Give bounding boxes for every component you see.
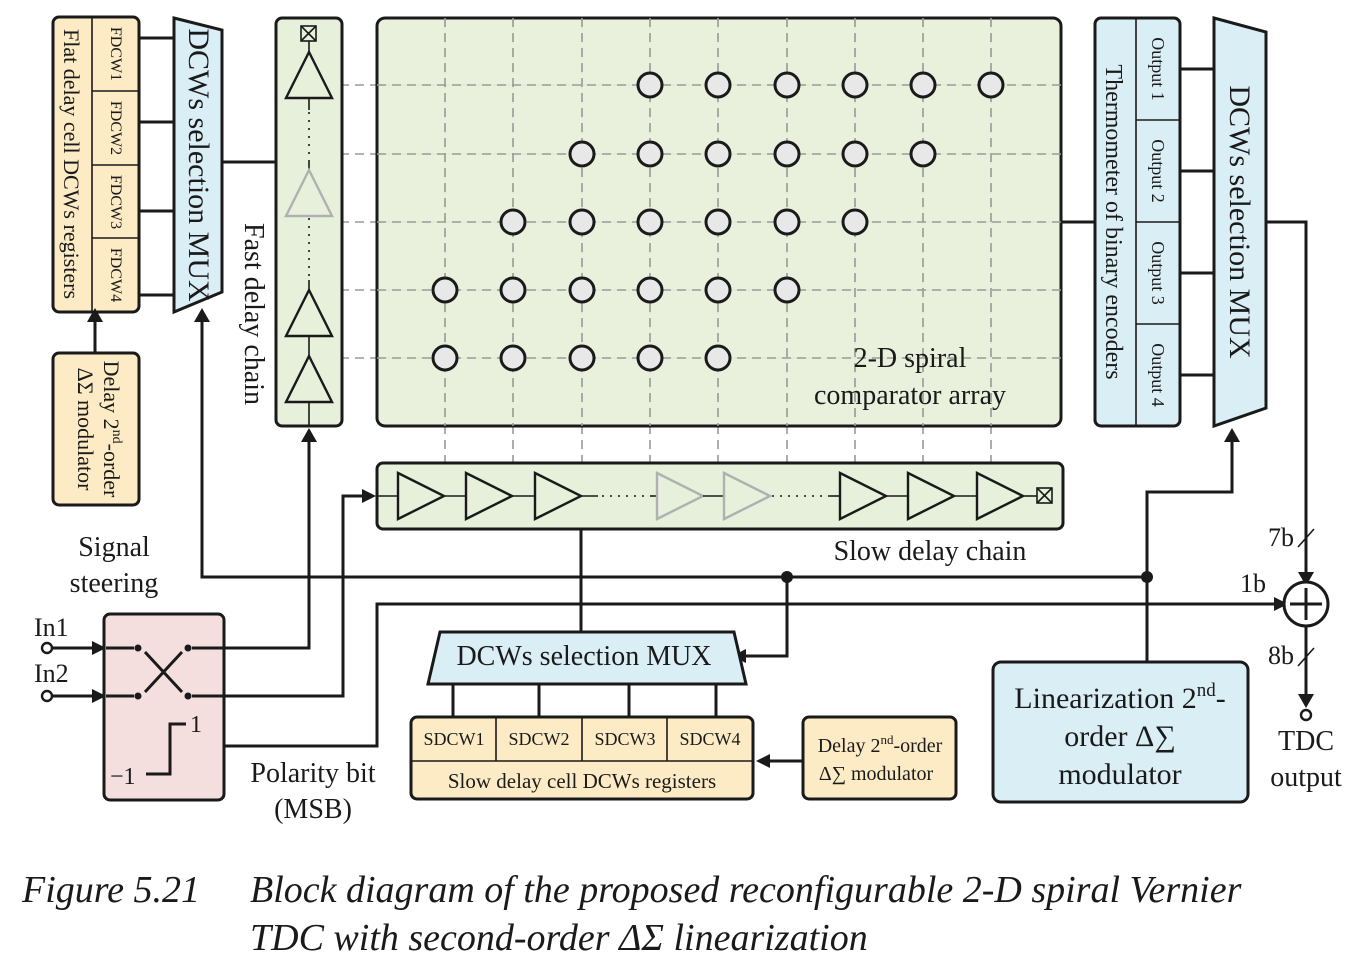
caption-line-2: TDC with second-order ΔΣ linearization xyxy=(250,917,868,959)
right-dcw-mux: DCWs selection MUX xyxy=(1212,16,1268,429)
signal-steering-label-1: Signal xyxy=(78,532,150,563)
comparator-dot xyxy=(841,208,869,236)
left-dcw-mux: DCWs selection MUX xyxy=(172,16,224,315)
fdcw-cell: FDCW3 xyxy=(107,175,124,229)
slow-delay-registers: SDCW1 SDCW2 SDCW3 SDCW4 Slow delay cell … xyxy=(409,715,755,801)
encoder-output: Output 3 xyxy=(1148,241,1168,305)
flat-registers-title: Flat delay cell DCWs registers xyxy=(59,29,84,299)
encoder-output: Output 2 xyxy=(1148,139,1168,203)
comparator-dot xyxy=(431,276,459,304)
sdcw-cell: SDCW3 xyxy=(594,729,655,749)
figure-caption: Figure 5.21 Block diagram of the proposed… xyxy=(22,866,1342,962)
comparator-dot xyxy=(977,71,1005,99)
bus-label-7b: 7b xyxy=(1268,523,1294,552)
comparator-dot xyxy=(568,344,596,372)
comparator-dot xyxy=(704,140,732,168)
tdc-block-diagram: Flat delay cell DCWs registers FDCW1 FDC… xyxy=(34,15,1342,825)
slow-delay-chain xyxy=(375,461,1065,531)
bottom-mux-label: DCWs selection MUX xyxy=(456,641,711,672)
polarity-label-2: (MSB) xyxy=(274,794,352,825)
comparator-dot xyxy=(773,276,801,304)
comparator-dot xyxy=(636,208,664,236)
comparator-dot xyxy=(704,276,732,304)
comparator-dot xyxy=(568,140,596,168)
bus-label-8b: 8b xyxy=(1268,641,1294,670)
svg-text:Delay 2nd-order: Delay 2nd-order xyxy=(99,361,124,498)
steering-switch: 1 −1 xyxy=(102,612,226,802)
sign-pos: 1 xyxy=(190,712,202,738)
comparator-dot xyxy=(499,276,527,304)
comparator-dot xyxy=(841,140,869,168)
sdcw-cell: SDCW1 xyxy=(423,729,484,749)
fast-delay-chain xyxy=(274,16,344,428)
array-label-2: comparator array xyxy=(814,380,1006,411)
sdcw-cell: SDCW4 xyxy=(679,729,740,749)
comparator-dot xyxy=(773,208,801,236)
comparator-dot xyxy=(568,208,596,236)
svg-text:Delay 2nd-order: Delay 2nd-order xyxy=(818,732,943,757)
caption-line-1: Block diagram of the proposed reconfigur… xyxy=(250,869,1242,911)
encoder-output: Output 1 xyxy=(1148,37,1168,101)
comparator-dot xyxy=(636,344,664,372)
comparator-dot xyxy=(704,344,732,372)
slow-registers-title: Slow delay cell DCWs registers xyxy=(448,769,716,793)
comparator-dot xyxy=(499,208,527,236)
comparator-dot xyxy=(909,71,937,99)
comparator-dot xyxy=(636,140,664,168)
comparator-dot xyxy=(568,276,596,304)
bottom-dcw-mux: DCWs selection MUX xyxy=(426,630,748,686)
comparator-dot xyxy=(773,71,801,99)
comparator-dot xyxy=(636,276,664,304)
output-adder xyxy=(1282,580,1330,628)
bottom-modulator-label: Δ∑ modulator xyxy=(819,763,934,785)
comparator-dots xyxy=(431,71,1005,372)
linearization-label-3: modulator xyxy=(1058,758,1181,791)
right-mux-label: DCWs selection MUX xyxy=(1223,85,1256,359)
tdc-output-label-2: output xyxy=(1270,762,1342,793)
array-label-1: 2-D spiral xyxy=(854,343,967,374)
fdcw-cell: FDCW4 xyxy=(107,248,124,302)
slow-chain-label: Slow delay chain xyxy=(834,536,1027,567)
left-delay-modulator: Delay 2nd-order ΔΣ modulator xyxy=(51,351,141,507)
signal-steering-label-2: steering xyxy=(70,568,159,599)
comparator-dot xyxy=(704,208,732,236)
comparator-dot xyxy=(636,71,664,99)
thermometer-encoders: Thermometer of binary encoders Output 1 … xyxy=(1093,16,1182,428)
figure-number: Figure 5.21 xyxy=(22,869,201,911)
flat-delay-registers: Flat delay cell DCWs registers FDCW1 FDC… xyxy=(51,15,141,314)
encoders-title: Thermometer of binary encoders xyxy=(1100,64,1126,379)
left-mux-label: DCWs selection MUX xyxy=(182,28,215,302)
sdcw-cell: SDCW2 xyxy=(508,729,569,749)
fast-chain-label: Fast delay chain xyxy=(238,223,269,405)
linearization-modulator: Linearization 2nd- order Δ∑ modulator xyxy=(991,660,1250,804)
comparator-dot xyxy=(773,140,801,168)
bus-label-1b: 1b xyxy=(1240,569,1266,598)
fdcw-cell: FDCW2 xyxy=(107,101,124,155)
comparator-dot xyxy=(909,140,937,168)
comparator-dot xyxy=(841,71,869,99)
comparator-dot xyxy=(431,344,459,372)
input-in1: In1 xyxy=(34,613,69,642)
encoder-output: Output 4 xyxy=(1148,343,1168,407)
polarity-label-1: Polarity bit xyxy=(250,758,375,789)
comparator-dot xyxy=(704,71,732,99)
linearization-label-2: order Δ∑ xyxy=(1064,720,1175,753)
svg-text:Linearization 2nd-: Linearization 2nd- xyxy=(1014,680,1225,715)
sign-neg: −1 xyxy=(110,764,136,790)
left-modulator-label: ΔΣ modulator xyxy=(73,368,98,492)
fdcw-cell: FDCW1 xyxy=(107,27,124,81)
bottom-delay-modulator: Delay 2nd-order Δ∑ modulator xyxy=(801,715,958,801)
comparator-dot xyxy=(499,344,527,372)
input-in2: In2 xyxy=(34,659,69,688)
tdc-output-label-1: TDC xyxy=(1278,726,1334,757)
